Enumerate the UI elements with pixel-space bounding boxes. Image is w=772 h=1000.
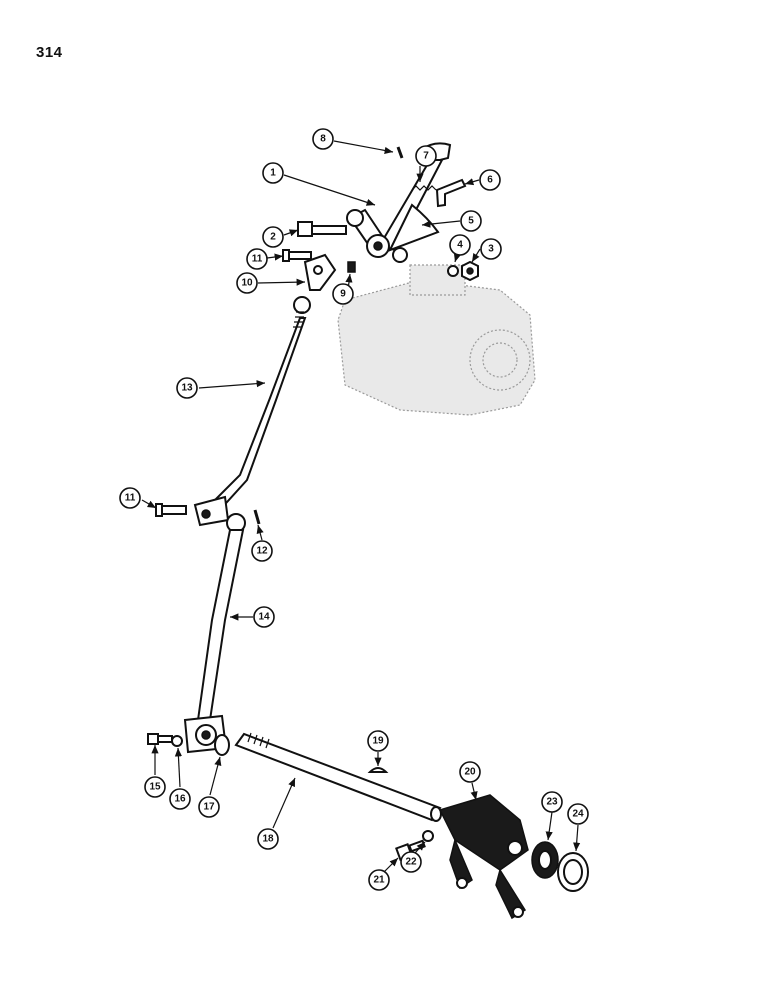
part-yoke (303, 253, 337, 291)
svg-text:2: 2 (270, 232, 276, 243)
transmission-housing-outline (337, 264, 536, 416)
svg-text:15: 15 (149, 782, 161, 793)
part-washer-4 (447, 265, 459, 277)
callout-10: 10 (236, 272, 258, 294)
callout-13: 13 (176, 377, 198, 399)
part-lower-lever-arm (183, 513, 246, 754)
callout-19: 19 (367, 730, 389, 752)
callout-2: 2 (262, 226, 284, 248)
part-shaft (234, 732, 442, 822)
svg-text:16: 16 (174, 794, 186, 805)
part-upper-rod (193, 311, 307, 527)
callout-3: 3 (480, 238, 502, 260)
svg-text:9: 9 (340, 289, 346, 300)
callout-18: 18 (257, 828, 279, 850)
callout-14: 14 (253, 606, 275, 628)
svg-text:23: 23 (546, 797, 558, 808)
svg-text:10: 10 (241, 278, 253, 289)
part-grease-fitting (347, 261, 356, 273)
part-jam-nut (293, 296, 311, 314)
svg-text:14: 14 (258, 612, 270, 623)
callout-9: 9 (332, 283, 354, 305)
page-number: 314 (36, 44, 63, 61)
callout-5: 5 (460, 210, 482, 232)
callout-6: 6 (479, 169, 501, 191)
svg-text:20: 20 (464, 767, 476, 778)
callout-11-upper: 11 (246, 248, 268, 270)
svg-text:11: 11 (252, 254, 263, 265)
part-cotter-pin-8 (396, 146, 404, 159)
callout-16: 16 (169, 788, 191, 810)
part-bracket (435, 178, 467, 208)
part-pedal-lever (346, 142, 452, 258)
part-spring (411, 185, 437, 191)
part-bolt-15 (147, 733, 173, 745)
part-clevis-pin-upper (282, 249, 312, 262)
callout-21: 21 (368, 869, 390, 891)
part-seal-24 (557, 852, 589, 892)
callout-20: 20 (459, 761, 481, 783)
svg-text:6: 6 (487, 175, 493, 186)
callout-15: 15 (144, 776, 166, 798)
part-nut-3 (461, 260, 479, 282)
part-washer-22 (422, 830, 434, 842)
svg-text:4: 4 (457, 240, 463, 251)
leader-lines (141, 140, 581, 873)
callout-12: 12 (251, 540, 273, 562)
svg-text:11: 11 (125, 493, 136, 504)
svg-text:13: 13 (181, 383, 193, 394)
svg-text:21: 21 (373, 875, 385, 886)
callout-23: 23 (541, 791, 563, 813)
svg-text:17: 17 (203, 802, 215, 813)
svg-text:24: 24 (572, 809, 584, 820)
svg-text:18: 18 (262, 834, 274, 845)
svg-text:22: 22 (405, 857, 417, 868)
svg-text:5: 5 (468, 216, 474, 227)
callout-22: 22 (400, 851, 422, 873)
callout-8: 8 (312, 128, 334, 150)
part-cotter-pin-12 (253, 509, 261, 525)
part-washer-16 (171, 735, 183, 747)
part-shifter-fork (438, 794, 529, 920)
callout-7: 7 (415, 145, 437, 167)
svg-text:3: 3 (488, 244, 494, 255)
svg-text:12: 12 (256, 546, 268, 557)
svg-text:1: 1 (270, 168, 276, 179)
svg-text:7: 7 (423, 151, 429, 162)
callout-4: 4 (449, 234, 471, 256)
part-clevis-pin-lower (155, 503, 187, 517)
part-bearing-23 (531, 841, 559, 879)
part-o-ring-17 (214, 734, 230, 756)
part-woodruff-key (367, 767, 389, 773)
part-bolt (297, 221, 347, 237)
callout-1: 1 (262, 162, 284, 184)
svg-text:19: 19 (372, 736, 384, 747)
callout-17: 17 (198, 796, 220, 818)
svg-text:8: 8 (320, 134, 326, 145)
part-quadrant-plate (387, 203, 440, 263)
callout-11-lower: 11 (119, 487, 141, 509)
callout-24: 24 (567, 803, 589, 825)
